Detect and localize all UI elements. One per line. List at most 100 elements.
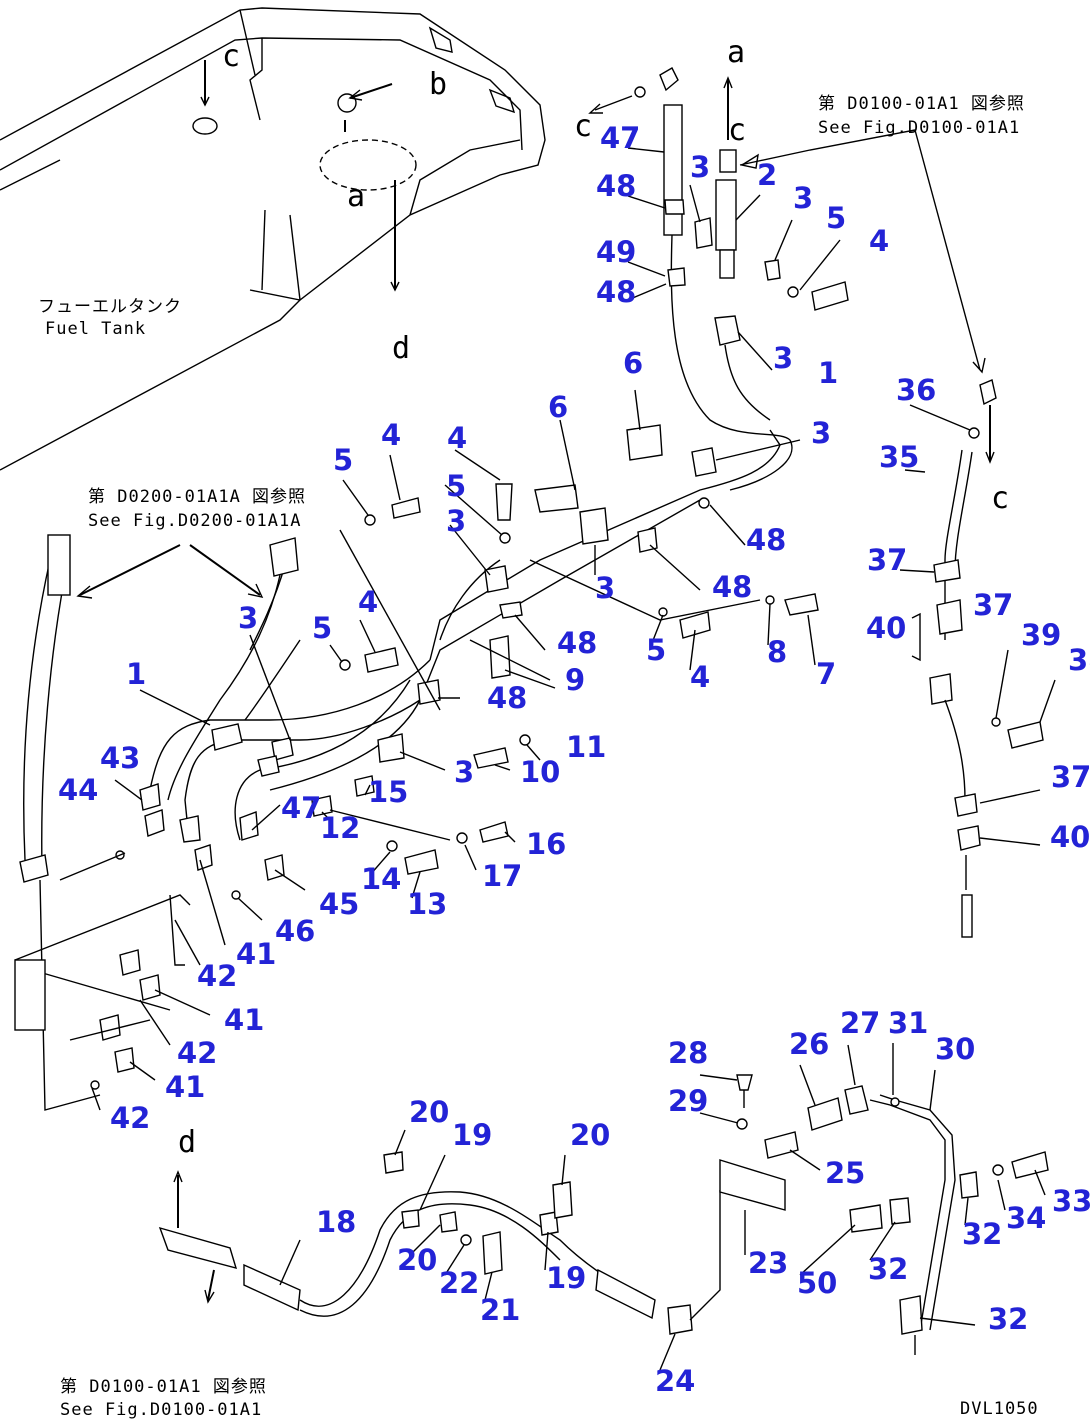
part-callout-12: 12 bbox=[320, 811, 360, 845]
note-tank-jp: フューエルタンク bbox=[38, 297, 182, 317]
part-callout-22: 22 bbox=[439, 1266, 479, 1300]
part-callout-16: 16 bbox=[526, 827, 566, 861]
leader-lines bbox=[91, 147, 1056, 1371]
filter-assembly bbox=[588, 67, 916, 441]
part-callout-6: 6 bbox=[548, 390, 568, 424]
part-callout-1: 1 bbox=[126, 657, 146, 691]
part-callout-15: 15 bbox=[368, 775, 408, 809]
part-callout-11: 11 bbox=[566, 730, 606, 764]
part-callout-24: 24 bbox=[655, 1364, 695, 1398]
part-callout-20: 20 bbox=[397, 1243, 437, 1277]
right-drain-line bbox=[911, 129, 1044, 938]
part-callout-18: 18 bbox=[316, 1205, 356, 1239]
view-letter-d: d bbox=[392, 331, 410, 366]
view-letter-c: c bbox=[991, 481, 1009, 516]
part-callout-3: 3 bbox=[595, 571, 615, 605]
note-ref3-en: See Fig.D0100-01A1 bbox=[60, 1400, 262, 1420]
note-ref1-jp: 第 D0100-01A1 図参照 bbox=[818, 94, 1025, 114]
part-callout-40: 40 bbox=[866, 611, 906, 645]
part-callout-21: 21 bbox=[480, 1293, 520, 1327]
part-callout-47: 47 bbox=[281, 791, 321, 825]
part-callout-20: 20 bbox=[570, 1118, 610, 1152]
part-callout-42: 42 bbox=[197, 959, 237, 993]
part-callout-29: 29 bbox=[668, 1084, 708, 1118]
part-callout-38: 38 bbox=[1068, 643, 1090, 677]
part-callout-33: 33 bbox=[1052, 1184, 1090, 1218]
view-letter-c: c bbox=[222, 39, 240, 74]
part-callout-35: 35 bbox=[879, 440, 919, 474]
view-letter-a: a bbox=[727, 35, 745, 70]
part-callout-3: 3 bbox=[238, 601, 258, 635]
part-callout-4: 4 bbox=[358, 585, 378, 619]
part-callout-28: 28 bbox=[668, 1036, 708, 1070]
part-callout-42: 42 bbox=[177, 1036, 217, 1070]
bottom-hose-run bbox=[158, 1074, 1049, 1355]
part-callout-37: 37 bbox=[973, 588, 1013, 622]
part-callout-47: 47 bbox=[600, 121, 640, 155]
note-drawing-no: DVL1050 bbox=[960, 1399, 1039, 1419]
part-callout-48: 48 bbox=[557, 626, 597, 660]
note-ref3-jp: 第 D0100-01A1 図参照 bbox=[60, 1377, 267, 1397]
part-callout-3: 3 bbox=[793, 181, 813, 215]
part-callout-27: 27 bbox=[840, 1006, 880, 1040]
view-letter-layer: c b a d a c c c d bbox=[178, 35, 1009, 1160]
part-callout-2: 2 bbox=[757, 158, 777, 192]
note-ref2-en: See Fig.D0200-01A1A bbox=[88, 511, 301, 531]
part-callout-41: 41 bbox=[236, 937, 276, 971]
part-callout-39: 39 bbox=[1021, 618, 1061, 652]
part-callout-4: 4 bbox=[447, 421, 467, 455]
part-callout-14: 14 bbox=[361, 862, 401, 896]
view-letter-c: c bbox=[574, 109, 592, 144]
note-text-layer: 第 D0100-01A1 図参照 See Fig.D0100-01A1 フューエルタ… bbox=[38, 94, 1039, 1420]
part-callout-20: 20 bbox=[409, 1095, 449, 1129]
part-callout-13: 13 bbox=[407, 887, 447, 921]
part-callout-3: 3 bbox=[690, 150, 710, 184]
part-callout-41: 41 bbox=[165, 1070, 205, 1104]
part-callout-23: 23 bbox=[748, 1246, 788, 1280]
main-pipe-run bbox=[149, 424, 819, 875]
part-callout-4: 4 bbox=[381, 418, 401, 452]
view-letter-a: a bbox=[347, 179, 365, 214]
part-callout-5: 5 bbox=[446, 469, 466, 503]
part-callout-48: 48 bbox=[746, 523, 786, 557]
part-callout-25: 25 bbox=[825, 1156, 865, 1190]
part-callout-44: 44 bbox=[58, 773, 98, 807]
part-callout-49: 49 bbox=[596, 235, 636, 269]
part-callout-4: 4 bbox=[690, 660, 710, 694]
view-letter-c: c bbox=[728, 113, 746, 148]
part-callout-32: 32 bbox=[988, 1302, 1028, 1336]
part-callout-48: 48 bbox=[596, 169, 636, 203]
part-callout-32: 32 bbox=[962, 1217, 1002, 1251]
part-callout-1: 1 bbox=[818, 356, 838, 390]
part-callout-43: 43 bbox=[100, 741, 140, 775]
part-callout-31: 31 bbox=[888, 1006, 928, 1040]
note-tank-en: Fuel Tank bbox=[45, 319, 146, 339]
part-callout-30: 30 bbox=[935, 1032, 975, 1066]
part-callout-48: 48 bbox=[596, 275, 636, 309]
view-letter-b: b bbox=[429, 67, 447, 102]
fuel-tank-outline bbox=[0, 7, 546, 471]
view-letter-d: d bbox=[178, 1125, 196, 1160]
part-callout-10: 10 bbox=[520, 755, 560, 789]
part-callout-5: 5 bbox=[646, 633, 666, 667]
part-callout-5: 5 bbox=[312, 611, 332, 645]
part-callout-36: 36 bbox=[896, 373, 936, 407]
part-callout-42: 42 bbox=[110, 1101, 150, 1135]
part-callout-4: 4 bbox=[869, 224, 889, 258]
left-manifold bbox=[14, 534, 299, 1111]
part-callout-41: 41 bbox=[224, 1003, 264, 1037]
part-callout-48: 48 bbox=[487, 681, 527, 715]
part-callout-37: 37 bbox=[1051, 760, 1090, 794]
part-callout-50: 50 bbox=[797, 1266, 837, 1300]
part-callout-3: 3 bbox=[454, 755, 474, 789]
part-callout-34: 34 bbox=[1006, 1201, 1046, 1235]
part-callout-5: 5 bbox=[333, 443, 353, 477]
part-callout-3: 3 bbox=[773, 341, 793, 375]
part-callout-5: 5 bbox=[826, 201, 846, 235]
part-callout-17: 17 bbox=[482, 859, 522, 893]
note-ref1-en: See Fig.D0100-01A1 bbox=[818, 118, 1020, 138]
part-callout-7: 7 bbox=[816, 657, 836, 691]
part-callout-3: 3 bbox=[811, 416, 831, 450]
